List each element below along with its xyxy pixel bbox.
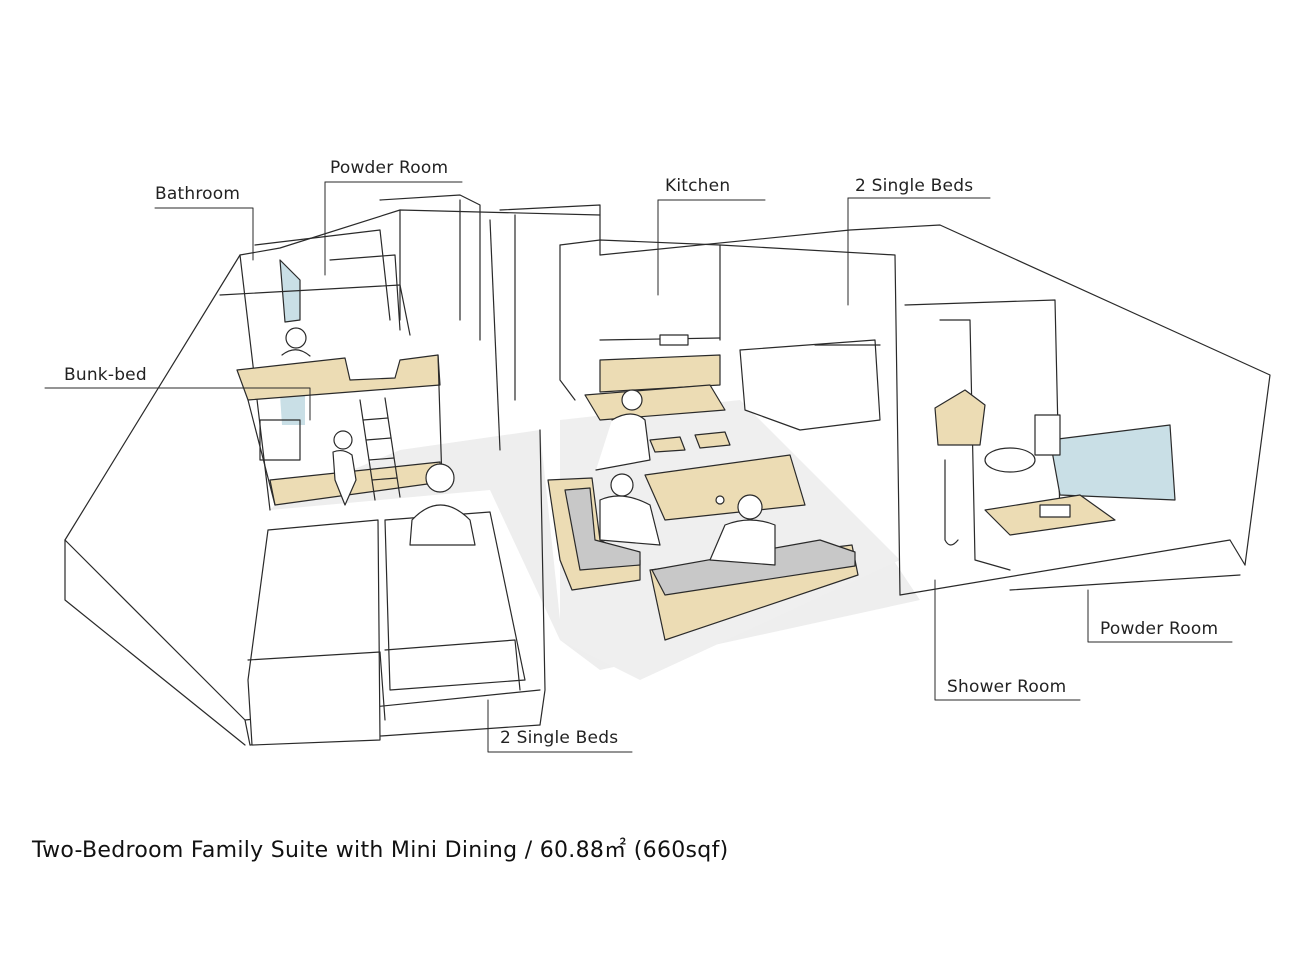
bottom-single-beds <box>247 463 526 746</box>
label-powder-room-top: Powder Room <box>330 158 449 178</box>
shower-vanity <box>934 389 1176 546</box>
bunk-bed <box>236 327 443 506</box>
label-single-beds-top: 2 Single Beds <box>855 176 974 196</box>
label-kitchen: Kitchen <box>665 176 731 196</box>
bathroom-fixtures <box>219 229 411 461</box>
label-powder-room-right: Powder Room <box>1100 619 1219 639</box>
label-bathroom: Bathroom <box>155 184 241 204</box>
leader-lines <box>44 181 1233 753</box>
label-shower-room: Shower Room <box>947 677 1067 697</box>
dining-area <box>547 384 859 641</box>
label-bunk-bed: Bunk-bed <box>64 365 147 385</box>
kitchen <box>559 239 721 401</box>
label-single-beds-bottom: 2 Single Beds <box>500 728 619 748</box>
diagram-caption: Two-Bedroom Family Suite with Mini Dinin… <box>32 838 729 863</box>
bunk-glass <box>280 390 305 425</box>
